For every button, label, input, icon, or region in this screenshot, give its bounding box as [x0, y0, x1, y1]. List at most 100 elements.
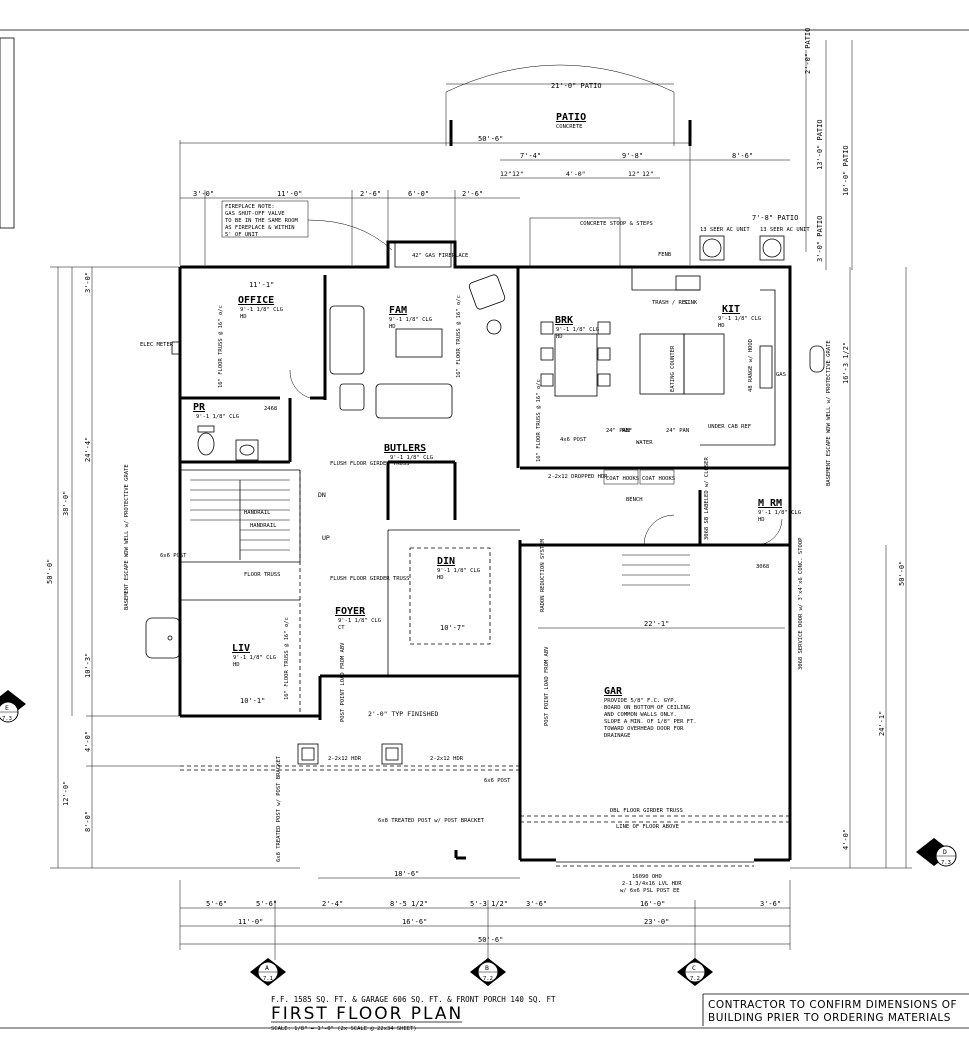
bottom-row2-1: 11'-0" — [238, 918, 263, 926]
pr-label: PR — [193, 402, 206, 413]
hdr-2x12-right: 2-2x12 HDR — [430, 756, 464, 762]
butlers-label: BUTLERS — [384, 443, 426, 454]
post-4x6: 4x6 POST — [560, 437, 587, 443]
dropped-hdr: 2-2x12 DROPPED HDR — [548, 474, 608, 480]
bottom-row2-3: 23'-0" — [644, 918, 669, 926]
section-marker-b: B 7.2 — [470, 958, 506, 986]
gar-note-1: PROVIDE 5/8" F.C. GYP. — [604, 698, 677, 704]
coat-hooks-1: COAT HOOKS — [606, 476, 639, 482]
mrm-sub: HD — [758, 517, 765, 523]
section-marker-a: A 7.1 — [250, 958, 286, 986]
section-c-letter: C — [692, 964, 696, 972]
section-d-sheet: 7.3 — [941, 860, 951, 866]
patio-arc — [445, 64, 675, 146]
patio-side-dim-4: 3'-0" PATIO — [816, 216, 824, 262]
fireplace-note-2: GAS SHUT-OFF VALVE — [225, 211, 285, 217]
foyer-sub: CT — [338, 625, 345, 631]
top-dim-row3-5: 12" — [642, 170, 654, 178]
left-inner-dim: 38'-0" — [62, 491, 70, 516]
porch-post-right — [381, 743, 403, 765]
right-overall-dim: 50'-0" — [898, 561, 906, 586]
top-dim-row3-3: 4'-0" — [566, 170, 586, 178]
treated-post-2: 6x8 TREATED POST w/ POST BRACKET — [276, 755, 282, 862]
top-overall-dim: 50'-6" — [478, 135, 503, 143]
bottom-dim-4: 8'-5 1/2" — [390, 900, 428, 908]
post-point-load-right: POST POINT LOAD FROM ABV — [544, 646, 550, 726]
bottom-dim-2: 5'-6" — [256, 900, 277, 908]
stair-handrail-2: HANDRAIL — [250, 523, 277, 529]
pr-clg: 9'-1 1/8" CLG — [196, 414, 239, 420]
service-door: 3068 SERVICE DOOR w/ 3'x4'x6 CONC. STOOP — [798, 537, 804, 670]
gar-note-2: BOARD ON BOTTOM OF CEILING — [604, 705, 690, 711]
left-overall-dim: 50'-0" — [46, 559, 54, 584]
fireplace-note-box — [221, 200, 309, 238]
stair-dn: DN — [318, 491, 326, 499]
bottom-row2-2: 16'-6" — [402, 918, 427, 926]
post-point-load-left: POST POINT LOAD FROM ABV — [340, 642, 346, 722]
fireplace-note-5: 5' OF UNIT — [225, 232, 259, 238]
top-dim-2: 11'-0" — [277, 190, 302, 198]
bottom-dim-7: 16'-0" — [640, 900, 665, 908]
top-dim-row3-4: 12" — [628, 170, 640, 178]
office-label: OFFICE — [238, 295, 274, 306]
fireplace-leader — [307, 219, 393, 251]
gas-label: GAS — [776, 372, 786, 378]
stair-up: UP — [322, 534, 330, 542]
gar-label: GAR — [604, 686, 623, 697]
kit-clg: 9'-1 1/8" CLG — [718, 316, 761, 322]
eating-counter: EATING COUNTER — [670, 345, 676, 392]
gar-note-3: AND COMMON WALLS ONLY. — [604, 712, 677, 718]
patio-side-dim-3: 16'-0" PATIO — [842, 145, 850, 196]
dbl-girder: DBL FLOOR GIRDER TRUSS — [610, 808, 683, 814]
liv-sub: HD — [233, 662, 240, 668]
brk-label: BRK — [555, 315, 573, 326]
bottom-dim-5: 5'-3 1/2" — [470, 900, 508, 908]
patio-label: PATIO — [556, 112, 586, 123]
office-truss: 16" FLOOR TRUSS @ 16" o/c — [218, 305, 224, 388]
gar-note-5: TOWARD OVERHEAD DOOR FOR — [604, 726, 684, 732]
bottom-dim-6: 3'-6" — [526, 900, 547, 908]
basement-escape-right: BASEMENT ESCAPE WDW WELL w/ PROTECTIVE G… — [826, 340, 832, 486]
porch-dim: 18'-6" — [394, 870, 419, 878]
ohd-label: 16090 OHD — [632, 874, 662, 880]
stair-handrail-1: HANDRAIL — [244, 510, 271, 516]
psl-post: w/ 6x6 PSL POST EE — [620, 888, 680, 894]
brk-sub: HD — [556, 334, 563, 340]
fam-label: FAM — [389, 305, 407, 316]
plan-title: FIRST FLOOR PLAN — [271, 1004, 463, 1024]
door-3068: 3068 — [756, 564, 769, 570]
treated-post-1: 6x8 TREATED POST w/ POST BRACKET — [378, 818, 485, 824]
hdr-2x12-left: 2-2x12 HDR — [328, 756, 362, 762]
top-dim-4: 6'-0" — [408, 190, 429, 198]
liv-truss: 16" FLOOR TRUSS @ 16" o/c — [284, 617, 290, 700]
section-marker-e: E 7.3 — [0, 690, 26, 723]
exterior-walls — [178, 240, 792, 862]
bottom-dim-3: 2'-4" — [322, 900, 343, 908]
interior-walls — [180, 267, 790, 716]
fireplace-note-4: AS FIREPLACE & WITHIN — [225, 225, 295, 231]
fam-clg: 9'-1 1/8" CLG — [389, 317, 432, 323]
brk-truss: 16" FLOOR TRUSS @ 16" o/c — [536, 379, 542, 462]
left-dim-6: 8'-0" — [84, 811, 92, 832]
section-d-letter: D — [943, 848, 947, 856]
right-dim-1: 16'-3 1/2" — [842, 342, 850, 384]
top-dim-5: 2'-6" — [462, 190, 483, 198]
din-clg: 9'-1 1/8" CLG — [437, 568, 480, 574]
area-summary: F.F. 1585 SQ. FT. & GARAGE 606 SQ. FT. &… — [271, 995, 556, 1004]
coat-hooks-2: COAT HOOKS — [642, 476, 675, 482]
fam-truss: 16" FLOOR TRUSS @ 16" o/c — [456, 295, 462, 378]
post-6x6-left: 6x6 POST — [160, 553, 187, 559]
radon-label: RADON REDUCTION SYSTEM — [540, 538, 546, 612]
patio-side-dim-2: 13'-0" PATIO — [816, 119, 824, 170]
lvl-hdr: 2-1 3/4x16 LVL HDR — [622, 881, 682, 887]
kit-sub: HD — [718, 323, 725, 329]
ref-label: REF — [622, 428, 632, 434]
section-e-letter: E — [5, 704, 9, 712]
basement-escape-left: BASEMENT ESCAPE WDW WELL w/ PROTECTIVE G… — [124, 464, 130, 610]
labeled-door-note: 3068 SB LABELED w/ CLOSER — [704, 457, 710, 540]
office-clg: 9'-1 1/8" CLG — [240, 307, 283, 313]
line-floor-above: LINE OF FLOOR ABOVE — [616, 824, 679, 830]
left-dim-2: 24'-4" — [84, 437, 92, 462]
section-marker-d: D 7.3 — [916, 838, 957, 867]
